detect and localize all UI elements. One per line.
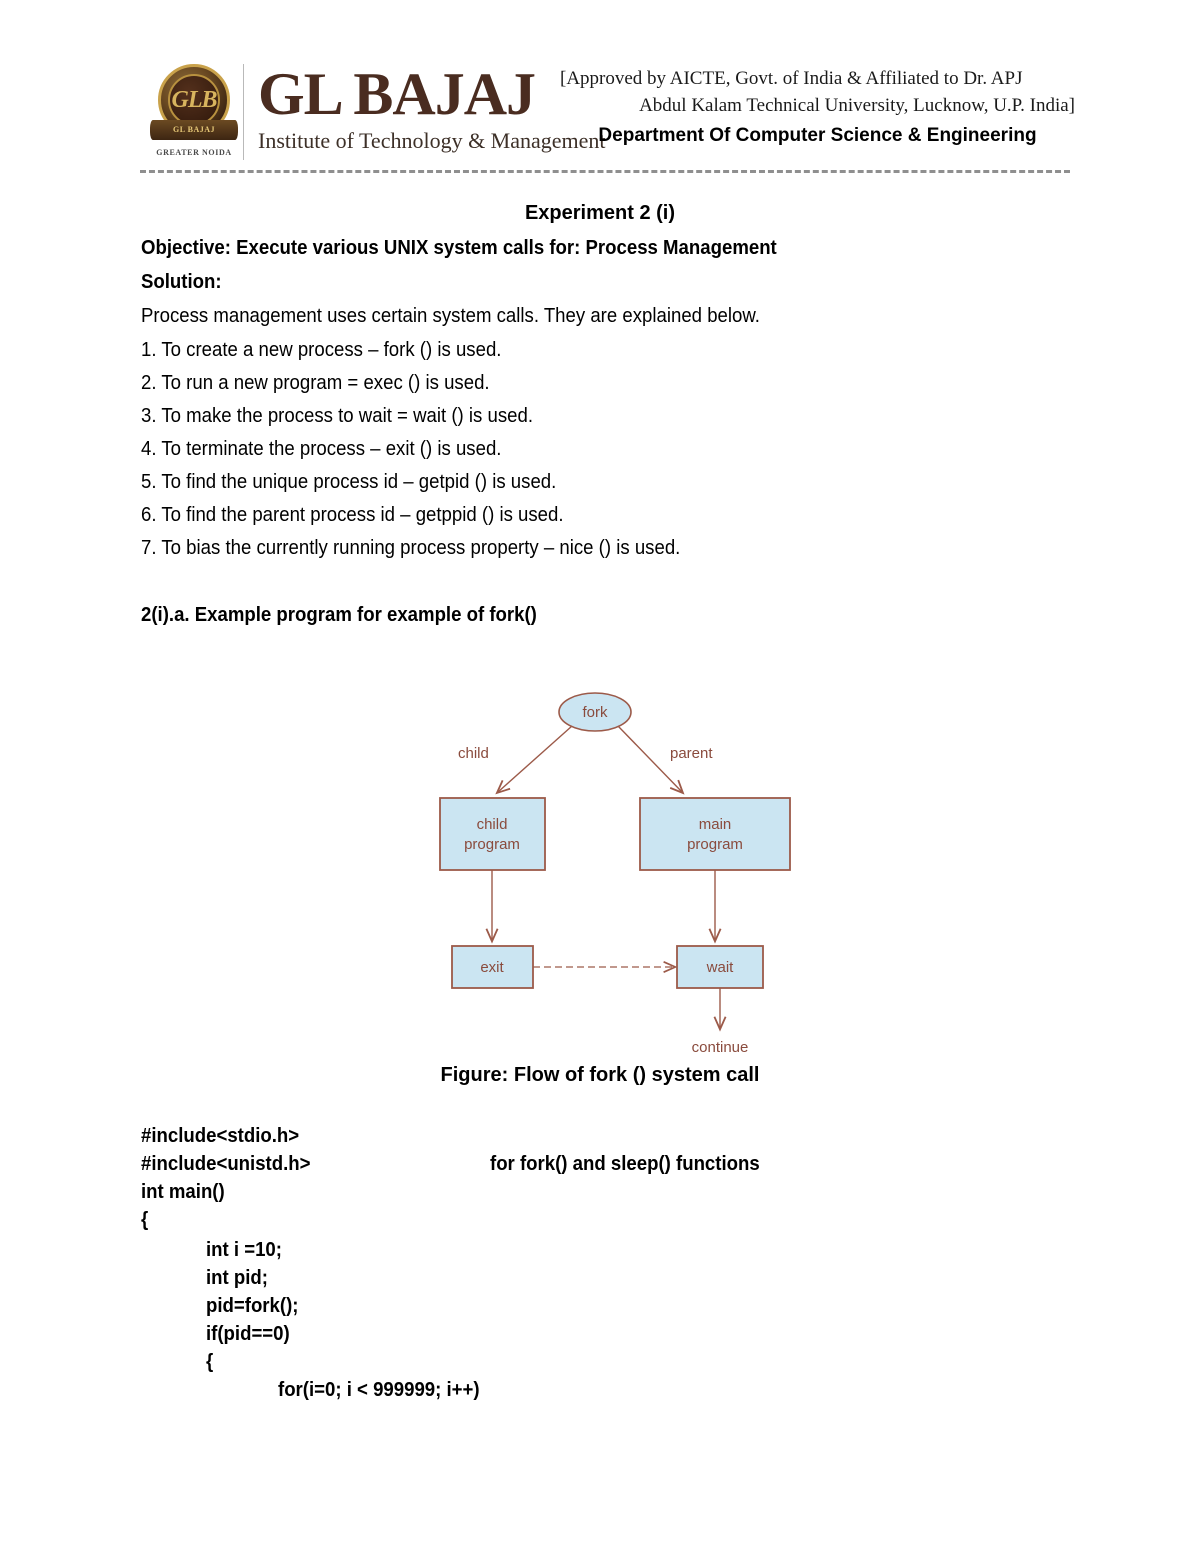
edge-fork-to-child [495,725,573,795]
crest-monogram: GLB [168,74,220,126]
institute-tagline: Institute of Technology & Management [258,128,606,153]
figure-caption: Figure: Flow of fork () system call [440,1064,760,1086]
node-main-program [639,797,791,871]
code-line: pid=fork(); [206,1295,299,1317]
node-main-program-label-2: program [687,836,743,853]
node-child-program-label-2: program [464,836,520,853]
syscall-item: 5. To find the unique process id – getpi… [141,471,557,493]
edge-fork-to-parent [617,725,685,795]
solution-label: Solution: [141,271,222,293]
edge-label-continue: continue [692,1039,749,1056]
code-line: #include<unistd.h> [141,1153,311,1175]
syscall-item: 3. To make the process to wait = wait ()… [141,405,533,427]
edge-label-child: child [458,745,489,762]
syscall-item: 4. To terminate the process – exit () is… [141,438,502,460]
fork-flow-diagram: fork child parent child program main pro… [420,676,840,1066]
code-line: { [141,1209,149,1231]
code-line: int pid; [206,1267,268,1289]
node-child-program [439,797,546,871]
experiment-title: Experiment 2 (i) [524,202,676,224]
syscall-item: 1. To create a new process – fork () is … [141,339,502,361]
code-line: #include<stdio.h> [141,1125,300,1147]
code-line: int main() [141,1181,225,1203]
college-crest-logo: GLB GL BAJAJ GREATER NOIDA [148,62,240,167]
node-fork-label: fork [582,704,608,721]
node-main-program-label-1: main [699,816,732,833]
code-line: { [206,1351,214,1373]
edge-label-parent: parent [670,745,713,762]
logo-divider [243,64,244,160]
intro-paragraph: Process management uses certain system c… [141,305,760,327]
syscall-item: 6. To find the parent process id – getpp… [141,504,564,526]
approval-line-2: Abdul Kalam Technical University, Luckno… [639,95,1075,116]
objective-line: Objective: Execute various UNIX system c… [141,237,777,259]
syscall-item: 7. To bias the currently running process… [141,537,681,559]
code-line: for(i=0; i < 999999; i++) [278,1379,480,1401]
node-child-program-label-1: child [477,816,508,833]
code-comment: for fork() and sleep() functions [490,1153,760,1175]
institute-wordmark: GL BAJAJ [258,61,536,127]
node-wait-label: wait [706,959,735,976]
example-heading: 2(i).a. Example program for example of f… [141,604,537,626]
syscall-item: 2. To run a new program = exec () is use… [141,372,490,394]
code-line: if(pid==0) [206,1323,290,1345]
node-exit-label: exit [480,959,504,976]
node-wait [676,945,764,989]
header-divider-rule [140,170,1070,173]
code-line: int i =10; [206,1239,282,1261]
approval-line-1: [Approved by AICTE, Govt. of India & Aff… [560,68,1023,89]
crest-ribbon-label: GL BAJAJ [150,120,238,140]
department-name: Department Of Computer Science & Enginee… [598,125,1037,146]
letterhead: GLB GL BAJAJ GREATER NOIDA GL BAJAJ Inst… [0,0,1200,180]
node-fork [558,692,632,732]
crest-subtitle: GREATER NOIDA [156,148,232,157]
